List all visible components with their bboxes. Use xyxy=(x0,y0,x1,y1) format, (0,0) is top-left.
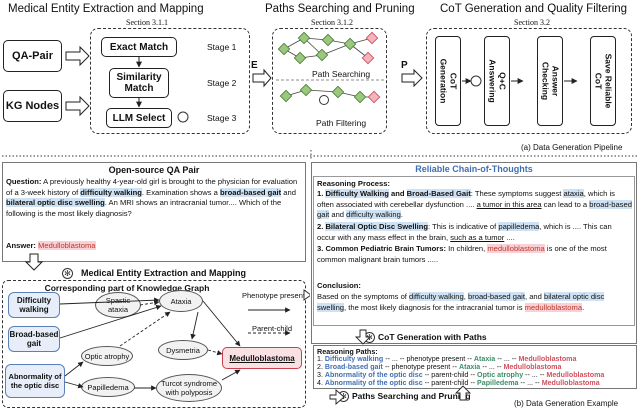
qa-pair-panel xyxy=(2,162,306,262)
kg-node-difficulty-walking: Difficulty walking xyxy=(8,292,60,318)
similarity-match-box: Similarity Match xyxy=(109,68,169,98)
reasoning-paths-box xyxy=(313,345,637,389)
reasoning-path-4: 4. Abnormality of the optic disc -- pare… xyxy=(317,379,600,387)
path-container xyxy=(272,28,387,134)
arrow-p-label: P xyxy=(401,60,408,71)
kg-node-dysmetria: Dysmetria xyxy=(158,340,208,360)
kg-node-abnormality: Abnormality of the optic disc xyxy=(5,364,65,398)
cot-panel xyxy=(311,162,637,344)
cot-title: Reliable Chain-of-Thoughts xyxy=(415,164,533,174)
kg-title: Corresponding part of Knowledge Graph xyxy=(44,283,210,293)
cot-container xyxy=(426,28,632,134)
section2-ref: Section 3.1.2 xyxy=(311,18,353,27)
example-caption: (b) Data Generation Example xyxy=(514,399,619,408)
input-arrow-qa xyxy=(65,45,90,67)
qa-pair-label: QA-Pair xyxy=(12,50,53,62)
section2-title: Paths Searching and Pruning xyxy=(265,3,415,15)
exact-match-box: Exact Match xyxy=(101,37,177,57)
llm-icon: ✻ xyxy=(62,268,73,279)
answer-text: Answer: Medulloblastoma xyxy=(6,241,96,250)
kg-node-medulloblastoma: Medulloblastoma xyxy=(222,347,302,369)
qa-pair-box: QA-Pair xyxy=(3,40,62,72)
cot-step-save: Save Reliable CoT xyxy=(590,36,616,126)
cot-generation-label: CoT Generation with Paths xyxy=(378,332,487,342)
reasoning-paths-title: Reasoning Paths: xyxy=(317,347,378,356)
section3-title: CoT Generation and Quality Filtering xyxy=(440,3,628,15)
exact-match-label: Exact Match xyxy=(109,41,169,53)
stage2-label: Stage 2 xyxy=(207,78,237,88)
section1-title: Medical Entity Extraction and Mapping xyxy=(8,3,204,15)
reasoning-title: Reasoning Process: xyxy=(317,179,391,188)
paths-search-label: Paths Searching and Pruning xyxy=(352,391,471,401)
stage-container xyxy=(90,28,250,134)
pipeline-connectors xyxy=(2,31,638,160)
kg-node-spastic-ataxia: Spastic ataxia xyxy=(95,292,141,318)
extraction-step-label: Medical Entity Extraction and Mapping xyxy=(81,268,247,278)
kg-panel xyxy=(2,280,306,408)
kg-node-optic-atrophy: Optic atrophy xyxy=(81,346,133,366)
reasoning-step-2: 2. Bilateral Optic Disc Swelling: This i… xyxy=(317,222,612,242)
arrow-e-label: E xyxy=(251,60,258,71)
similarity-match-label: Similarity Match xyxy=(116,72,162,94)
reasoning-box xyxy=(313,176,635,326)
kg-node-turcot: Turcot syndrome with polyposis xyxy=(156,374,222,402)
legend-phenotype: Phenotype present xyxy=(242,291,305,300)
reasoning-path-1: 1. Difficulty walking -- ... -- phenotyp… xyxy=(317,355,577,363)
stage3-label: Stage 3 xyxy=(207,113,237,123)
section3-ref: Section 3.2 xyxy=(514,18,550,27)
kg-nodes-label: KG Nodes xyxy=(5,100,60,112)
conclusion-text: Based on the symptoms of difficulty walk… xyxy=(317,292,605,312)
question-text: Question: A previously healthy 4-year-ol… xyxy=(6,177,298,218)
reasoning-step-3: 3. Common Pediatric Brain Tumors: In chi… xyxy=(317,244,607,264)
llm-select-box: LLM Select xyxy=(106,108,172,128)
reasoning-path-2: 2. Broad-based gait -- phenotype present… xyxy=(317,363,562,371)
legend-parent: Parent-child xyxy=(252,324,293,333)
qa-pair-title: Open-source QA Pair xyxy=(108,165,200,175)
stage1-label: Stage 1 xyxy=(207,42,237,52)
kg-node-ataxia: Ataxia xyxy=(159,290,203,312)
pipeline-caption: (a) Data Generation Pipeline xyxy=(521,143,623,152)
reasoning-path-3: 3. Abnormality of the optic disc -- pare… xyxy=(317,371,605,379)
cot-step-qc-answering: Q+C Answering xyxy=(484,36,510,126)
section1-ref: Section 3.1.1 xyxy=(126,18,168,27)
input-arrow-kg xyxy=(65,95,90,117)
kg-nodes-box: KG Nodes xyxy=(3,90,62,122)
kg-node-broad-gait: Broad-based gait xyxy=(8,326,60,352)
cot-step-answer-checking: Answer Checking xyxy=(537,36,563,126)
kg-edges xyxy=(24,253,310,391)
llm-select-label: LLM Select xyxy=(112,112,166,124)
conclusion-title: Conclusion: xyxy=(317,281,361,290)
path-filtering-label: Path Filtering xyxy=(316,118,367,128)
cot-step-generation: CoT Generation xyxy=(435,36,461,126)
reasoning-step-1: 1. Difficulty Walking and Broad-Based Ga… xyxy=(317,189,632,220)
path-searching-label: Path Searching xyxy=(312,69,371,79)
